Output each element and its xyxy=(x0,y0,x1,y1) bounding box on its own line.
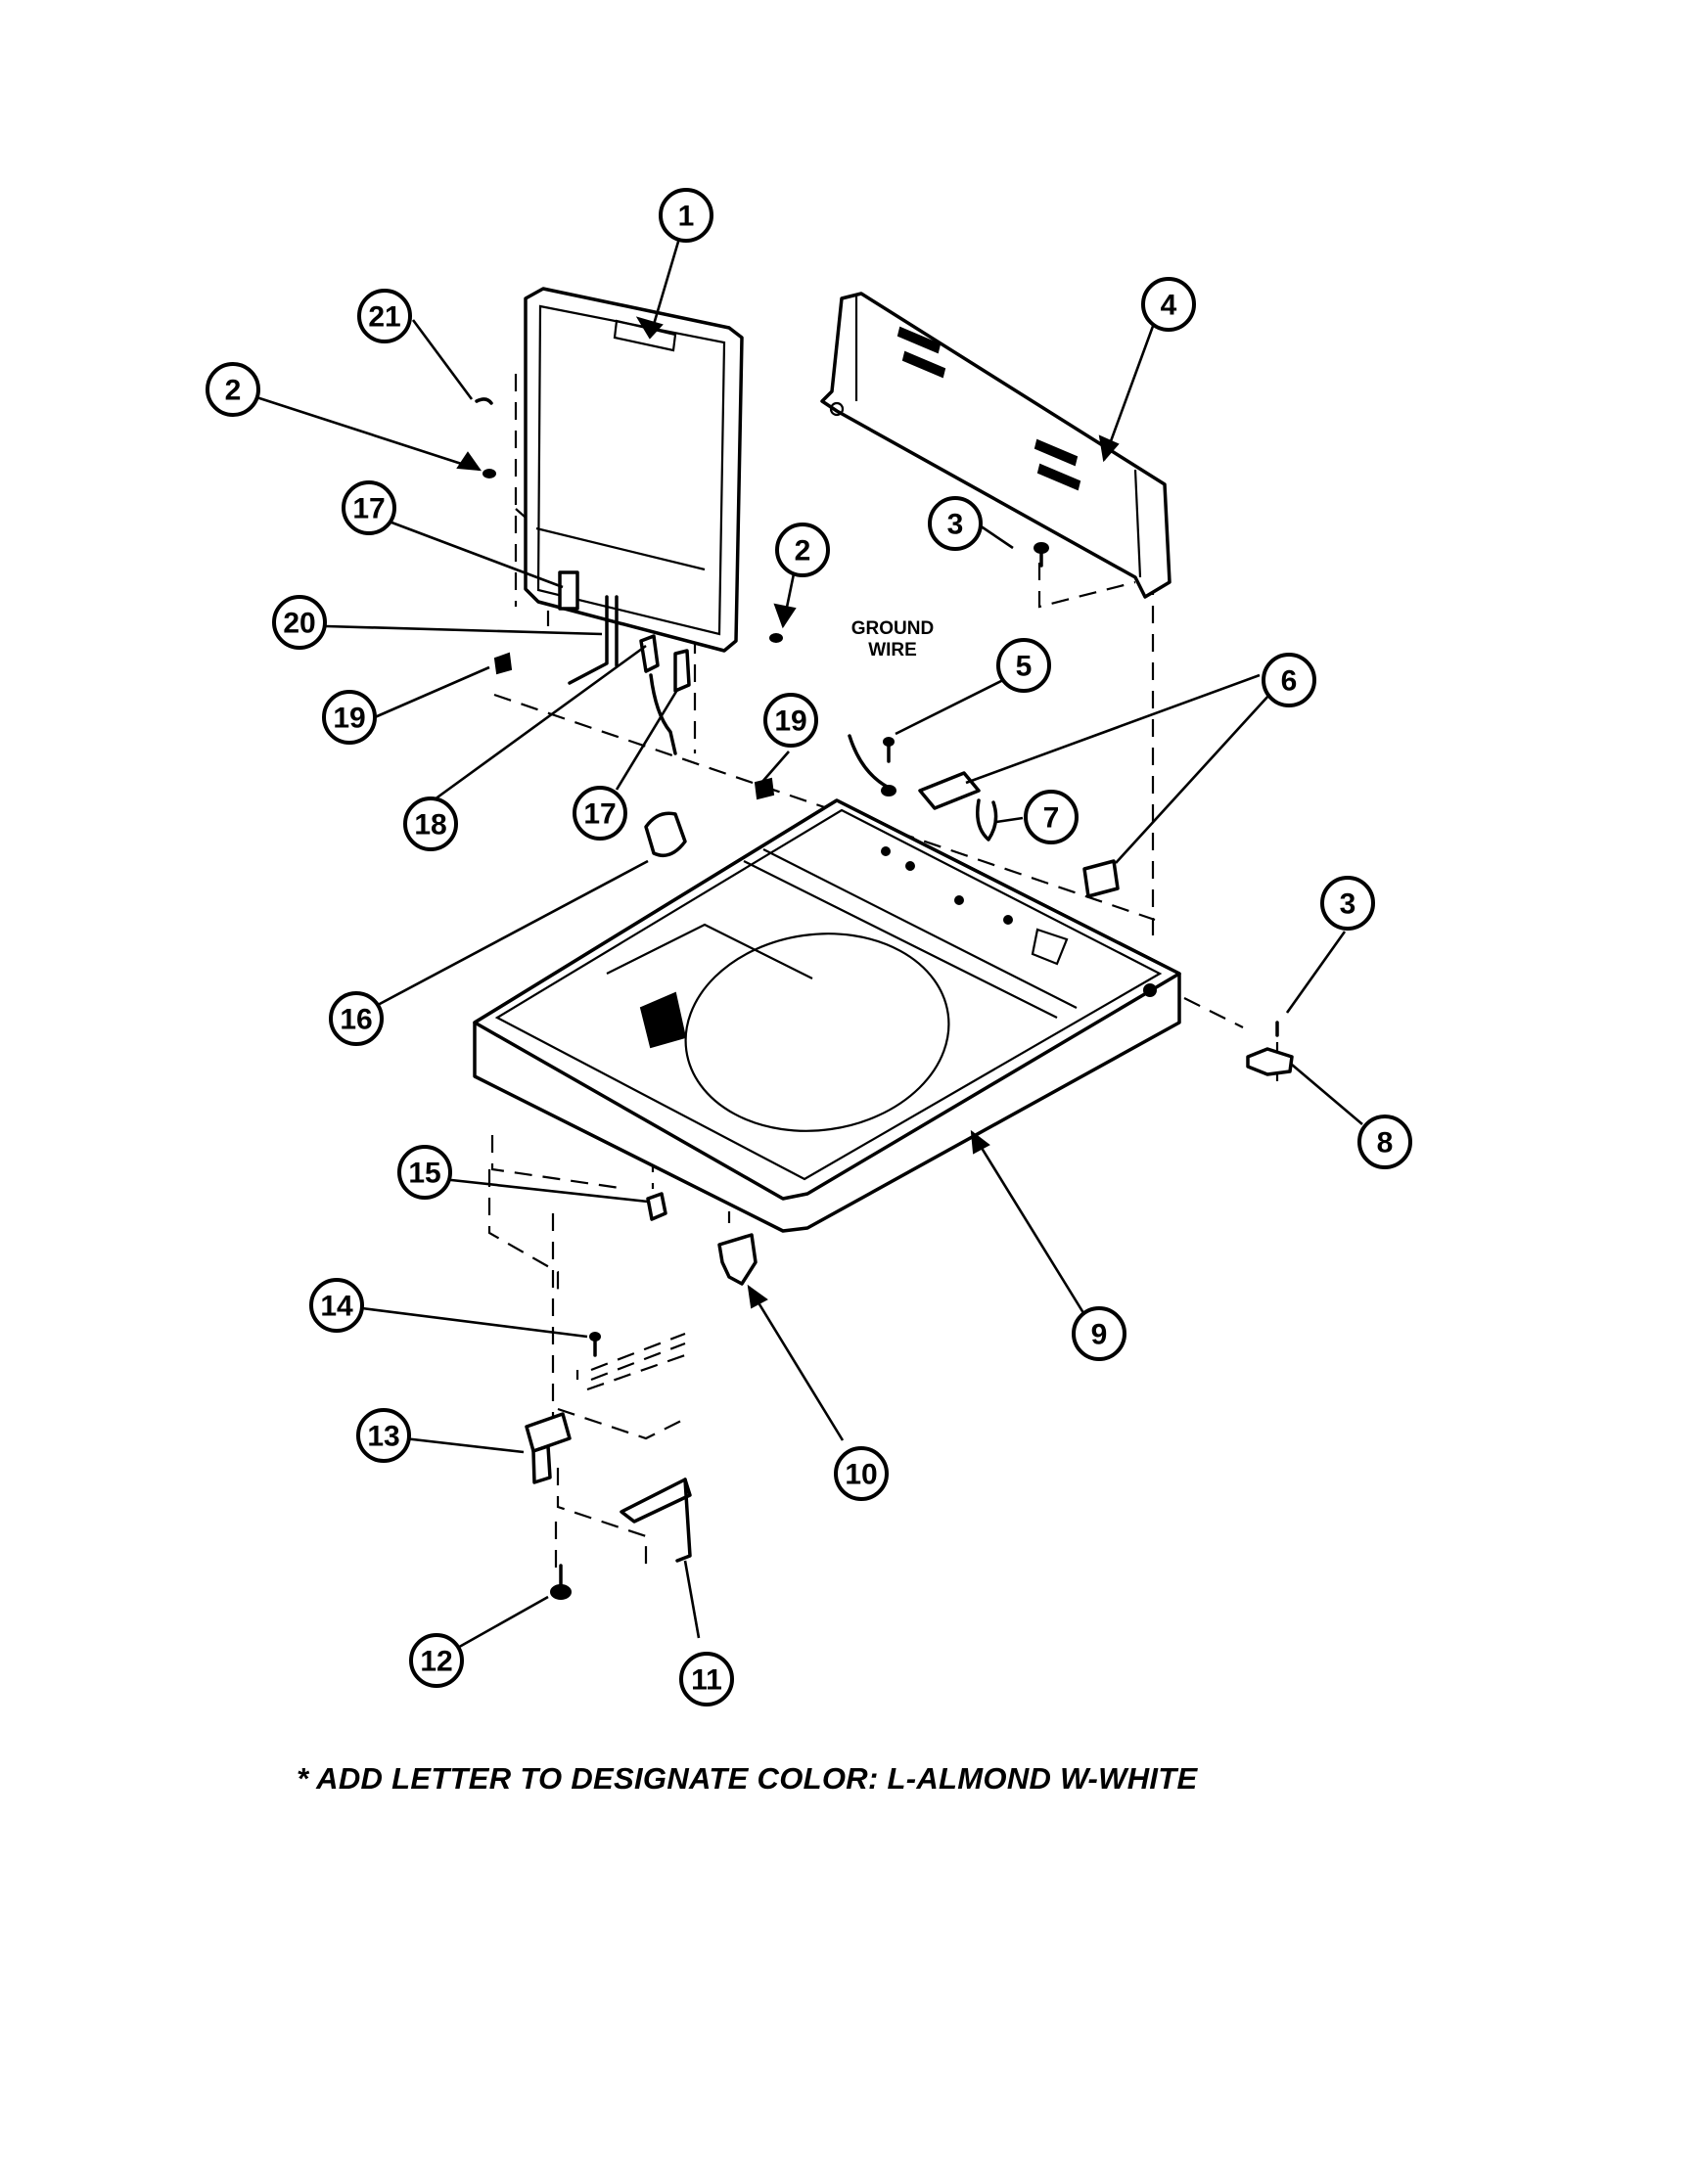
callout-1-circle xyxy=(659,188,713,243)
ground-wire-label-line1: GROUND xyxy=(851,618,934,639)
callout-19-right-number: 19 xyxy=(774,705,806,738)
callout-17-lower-circle xyxy=(573,786,627,841)
callout-7: 7 xyxy=(1024,790,1079,844)
callout-10-number: 10 xyxy=(845,1459,877,1491)
callout-4-number: 4 xyxy=(1161,290,1177,322)
control-panel-bracket-part xyxy=(820,292,1172,599)
callout-9-circle xyxy=(1072,1306,1126,1361)
callout-7-circle xyxy=(1024,790,1079,844)
ground-wire-label: GROUND WIRE xyxy=(851,618,934,660)
callout-16-circle xyxy=(329,991,384,1046)
lid-part xyxy=(524,287,744,653)
callout-3-lower-circle xyxy=(1320,876,1375,931)
callout-19-left: 19 xyxy=(322,690,377,745)
callout-11: 11 xyxy=(679,1652,734,1706)
callout-1-number: 1 xyxy=(678,201,695,233)
callout-11-circle xyxy=(679,1652,734,1706)
callout-7-number: 7 xyxy=(1043,802,1060,835)
callout-20-circle xyxy=(272,595,327,650)
callout-10: 10 xyxy=(834,1446,889,1501)
callout-18-circle xyxy=(403,796,458,851)
callout-5-circle xyxy=(996,638,1051,693)
callout-17-upper: 17 xyxy=(342,480,396,535)
callout-16: 16 xyxy=(329,991,384,1046)
ground-wire-label-line2: WIRE xyxy=(868,640,917,660)
callout-15: 15 xyxy=(397,1145,452,1200)
callout-8: 8 xyxy=(1357,1115,1412,1169)
color-designation-footnote: * ADD LETTER TO DESIGNATE COLOR: L-ALMON… xyxy=(297,1761,1198,1796)
callout-5-number: 5 xyxy=(1016,651,1033,683)
callout-4-circle xyxy=(1141,277,1196,332)
callout-19-right: 19 xyxy=(763,693,818,748)
callout-15-number: 15 xyxy=(408,1158,440,1190)
callout-12-number: 12 xyxy=(420,1646,452,1678)
callout-2-left: 2 xyxy=(206,362,260,417)
callout-8-number: 8 xyxy=(1377,1127,1394,1160)
callout-19-right-circle xyxy=(763,693,818,748)
callout-8-circle xyxy=(1357,1115,1412,1169)
callout-11-number: 11 xyxy=(691,1664,722,1697)
callout-21: 21 xyxy=(357,289,412,343)
callout-17-lower-number: 17 xyxy=(583,798,616,831)
callout-12-circle xyxy=(409,1633,464,1688)
callout-4: 4 xyxy=(1141,277,1196,332)
callout-13-circle xyxy=(356,1408,411,1463)
callout-3-upper-number: 3 xyxy=(947,509,964,541)
callout-6-number: 6 xyxy=(1281,665,1298,698)
callout-17-upper-number: 17 xyxy=(352,493,385,525)
callout-9: 9 xyxy=(1072,1306,1126,1361)
callout-17-upper-circle xyxy=(342,480,396,535)
callout-5: 5 xyxy=(996,638,1051,693)
callout-14-number: 14 xyxy=(320,1291,353,1323)
callout-20-number: 20 xyxy=(283,608,315,640)
callout-2-left-circle xyxy=(206,362,260,417)
callout-12: 12 xyxy=(409,1633,464,1688)
callout-19-left-circle xyxy=(322,690,377,745)
callout-6: 6 xyxy=(1262,653,1316,707)
callout-21-circle xyxy=(357,289,412,343)
callout-3-lower: 3 xyxy=(1320,876,1375,931)
callout-16-number: 16 xyxy=(340,1004,372,1036)
callout-1: 1 xyxy=(659,188,713,243)
callout-18-number: 18 xyxy=(414,809,446,842)
callout-20: 20 xyxy=(272,595,327,650)
small-parts xyxy=(475,397,1294,1600)
callout-17-lower: 17 xyxy=(573,786,627,841)
callout-3-lower-number: 3 xyxy=(1340,888,1356,921)
callout-3-upper-circle xyxy=(928,496,983,551)
callout-10-circle xyxy=(834,1446,889,1501)
washer-top-part xyxy=(473,798,1181,1233)
callout-15-circle xyxy=(397,1145,452,1200)
callout-3-upper: 3 xyxy=(928,496,983,551)
callout-14: 14 xyxy=(309,1278,364,1333)
callout-21-number: 21 xyxy=(368,301,400,334)
callout-13-number: 13 xyxy=(367,1421,399,1453)
callout-6-circle xyxy=(1262,653,1316,707)
callout-2-right: 2 xyxy=(775,523,830,577)
callout-2-left-number: 2 xyxy=(225,375,242,407)
callout-18: 18 xyxy=(403,796,458,851)
callout-9-number: 9 xyxy=(1091,1319,1108,1351)
callout-2-right-circle xyxy=(775,523,830,577)
callout-19-left-number: 19 xyxy=(333,703,365,735)
callout-13: 13 xyxy=(356,1408,411,1463)
leader-lines xyxy=(247,214,1363,1652)
callout-2-right-number: 2 xyxy=(795,535,811,568)
callout-14-circle xyxy=(309,1278,364,1333)
